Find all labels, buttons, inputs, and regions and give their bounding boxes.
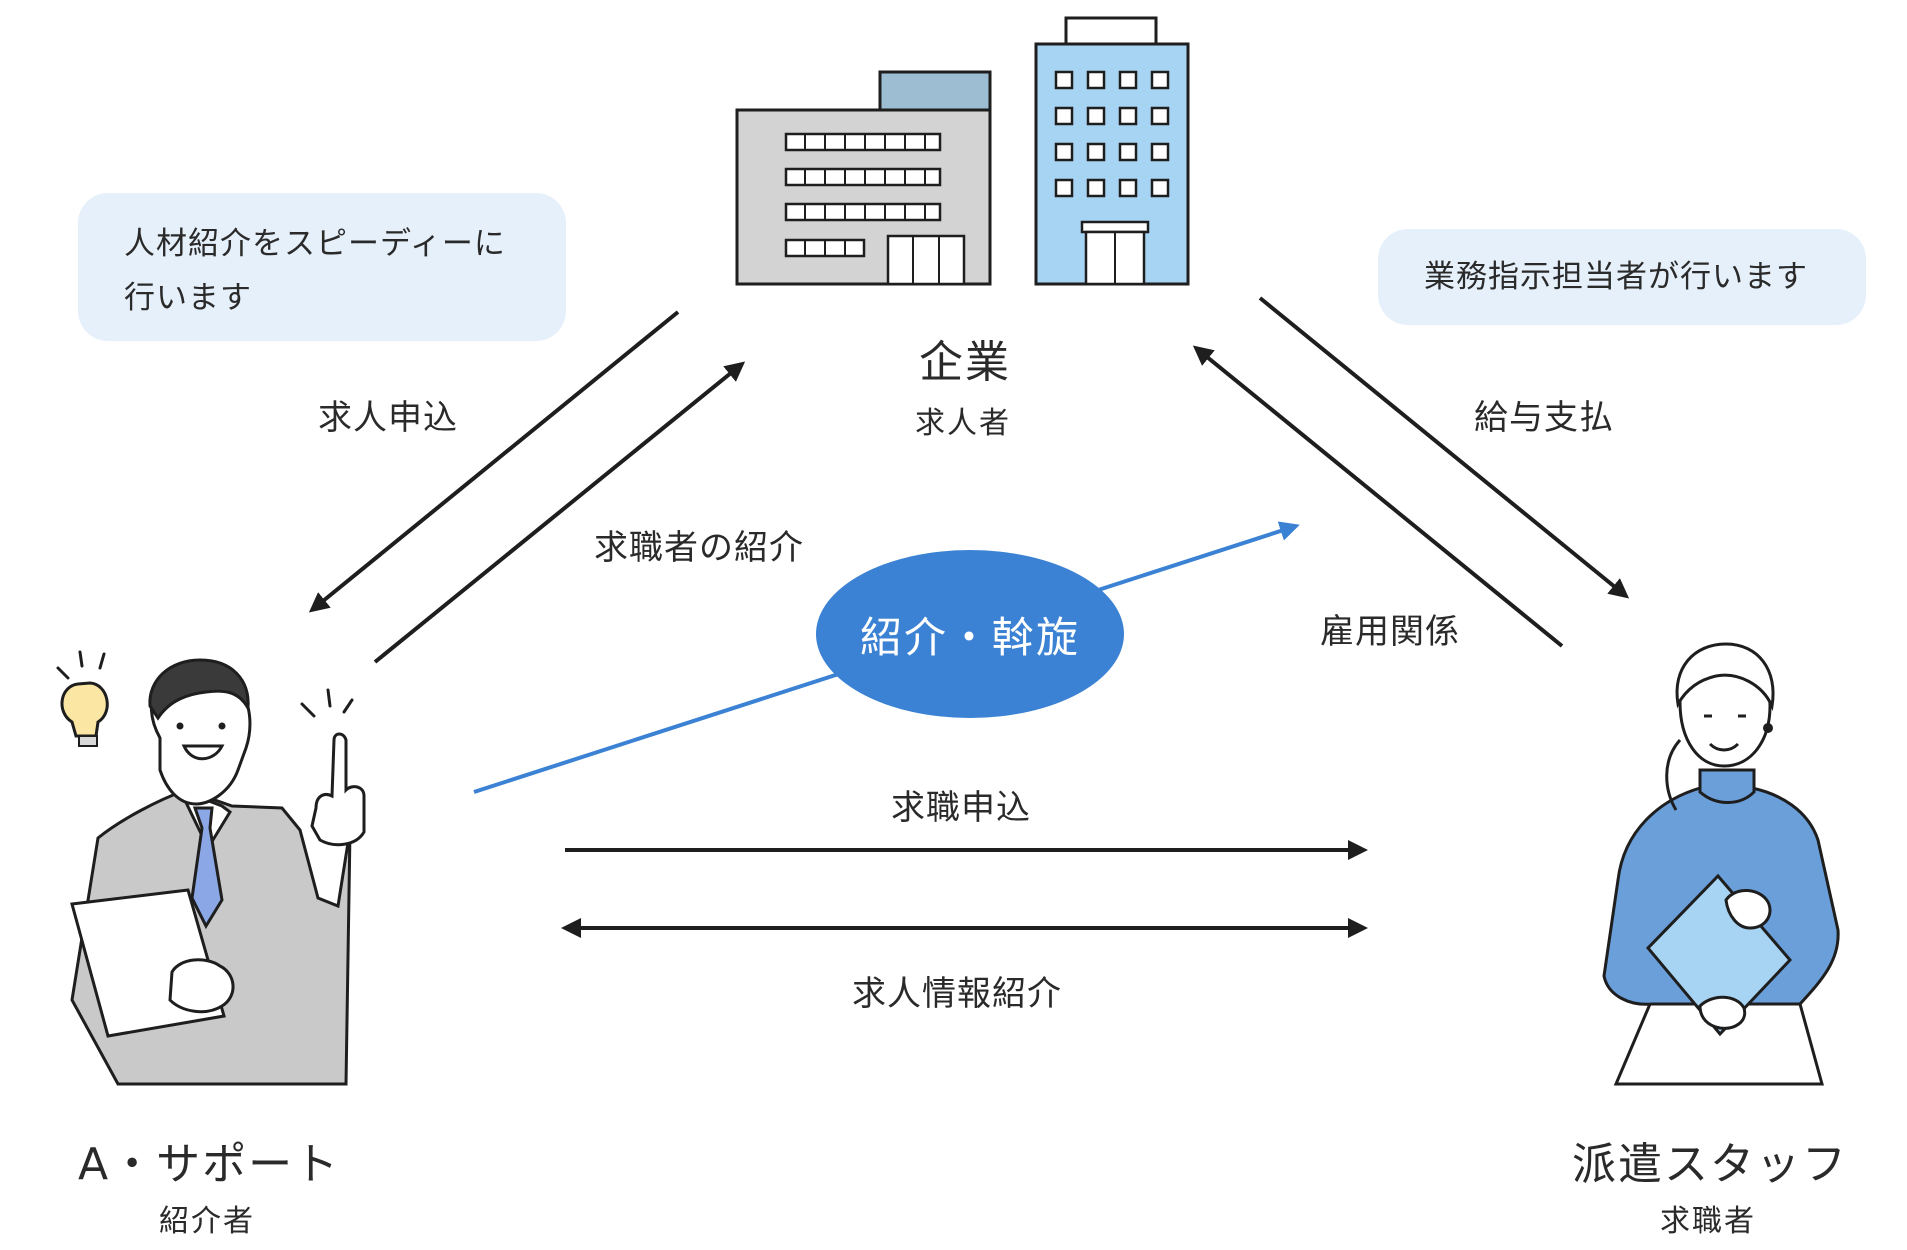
referral-ellipse bbox=[816, 550, 1124, 718]
company-subtitle: 求人者 bbox=[915, 406, 1011, 441]
tower-building-icon bbox=[1034, 16, 1190, 286]
woman-staff-icon bbox=[1602, 642, 1840, 1086]
staff-title: 派遣スタッフ bbox=[1572, 1139, 1848, 1190]
arrow-salary-payment bbox=[1258, 296, 1630, 599]
label-employment: 雇用関係 bbox=[1320, 612, 1460, 652]
arrow-job-application bbox=[308, 310, 680, 613]
agency-title: A・サポート bbox=[78, 1139, 341, 1190]
label-candidate-intro: 求職者の紹介 bbox=[594, 528, 804, 568]
office-building-icon bbox=[735, 70, 992, 286]
note-bubble-left: 人材紹介をスピーディーに 行います bbox=[78, 193, 566, 341]
lightbulb-icon bbox=[56, 650, 109, 747]
label-job-seeking: 求職申込 bbox=[891, 788, 1031, 828]
company-title: 企業 bbox=[919, 337, 1011, 388]
label-job-application: 求人申込 bbox=[318, 398, 458, 438]
note-right: 業務指示担当者が行います bbox=[1424, 259, 1808, 295]
note-left-line-2: 行います bbox=[124, 280, 252, 316]
label-job-info-intro: 求人情報紹介 bbox=[852, 974, 1062, 1014]
staff-subtitle: 求職者 bbox=[1660, 1204, 1756, 1239]
note-left-line-1: 人材紹介をスピーディーに bbox=[124, 226, 506, 262]
businessman-icon bbox=[70, 658, 366, 1086]
arrow-employment bbox=[1192, 345, 1564, 648]
arrow-candidate-intro bbox=[373, 361, 746, 664]
agency-subtitle: 紹介者 bbox=[159, 1204, 255, 1239]
label-salary-payment: 給与支払 bbox=[1474, 398, 1614, 438]
note-bubble-right: 業務指示担当者が行います bbox=[1378, 229, 1866, 325]
referral-label: 紹介・斡旋 bbox=[859, 613, 1080, 662]
